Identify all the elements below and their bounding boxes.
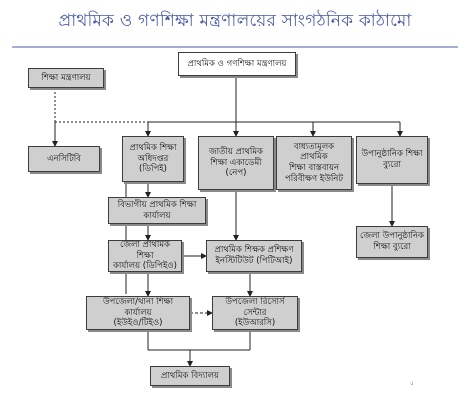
page-title: প্রাথমিক ও গণশিক্ষা মন্ত্রণালয়ের সাংগঠন… [58,11,412,31]
ministry-box: প্রাথমিক ও গণশিক্ষা মন্ত্রণালয় [178,52,296,76]
urc-label: উপজেলা রিসোর্স সেন্টার (ইউআরসি) [225,297,285,329]
district-office-box: জেলা প্রাথমিক শিক্ষা কার্যালয় (ডিপিইও) [108,240,182,272]
page-number: ৫ [410,380,414,387]
divisional-office-box: বিভাগীয় প্রাথমিক শিক্ষা কার্যালয় [108,197,206,224]
urc-box: উপজেলা রিসোর্স সেন্টার (ইউআরসি) [212,296,298,330]
nfe-bureau-label: উপানুষ্ঠানিক শিক্ষা ব্যুরো [361,149,423,170]
primary-school-label: প্রাথমিক বিদ্যালয় [160,370,219,381]
ministry-label: প্রাথমিক ও গণশিক্ষা মন্ত্রণালয় [187,58,287,69]
nape-box: জাতীয় প্রাথমিক শিক্ষা একাডেমী (নেপ) [198,136,274,190]
district-nfe-box: জেলা উপানুষ্ঠানিক শিক্ষা ব্যুরো [356,226,428,258]
upazila-office-label: উপজেলা/থানা শিক্ষা কার্যালয় (ইউইও/টিইও) [102,297,174,329]
education-ministry-box: শিক্ষা মন্ত্রণালয় [28,68,104,88]
pti-label: প্রাথমিক শিক্ষক প্রশিক্ষণ ইনস্টিটিউট (পি… [214,245,294,266]
upazila-office-box: উপজেলা/থানা শিক্ষা কার্যালয় (ইউইও/টিইও) [86,296,190,330]
dpe-box: প্রাথমিক শিক্ষা অধিদপ্তর (ডিপিই) [122,136,184,182]
compulsory-unit-label: বাধ্যতামূলক প্রাথমিক শিক্ষা বাস্তবায়ন প… [285,141,343,184]
divisional-office-label: বিভাগীয় প্রাথমিক শিক্ষা কার্যালয় [117,199,197,221]
dpe-label: প্রাথমিক শিক্ষা অধিদপ্তর (ডিপিই) [129,143,177,175]
primary-school-box: প্রাথমিক বিদ্যালয় [150,366,230,386]
title-divider [12,46,458,48]
education-ministry-label: শিক্ষা মন্ত্রণালয় [41,72,91,83]
district-office-label: জেলা প্রাথমিক শিক্ষা কার্যালয় (ডিপিইও) [112,240,177,272]
nctb-label: এনসিটিবি [47,153,81,164]
nctb-box: এনসিটিবি [28,146,100,172]
compulsory-unit-box: বাধ্যতামূলক প্রাথমিক শিক্ষা বাস্তবায়ন প… [276,136,352,190]
pti-box: প্রাথমিক শিক্ষক প্রশিক্ষণ ইনস্টিটিউট (পি… [206,240,302,272]
nfe-bureau-box: উপানুষ্ঠানিক শিক্ষা ব্যুরো [356,136,428,184]
nape-label: জাতীয় প্রাথমিক শিক্ষা একাডেমী (নেপ) [208,147,263,179]
district-nfe-label: জেলা উপানুষ্ঠানিক শিক্ষা ব্যুরো [360,231,424,252]
